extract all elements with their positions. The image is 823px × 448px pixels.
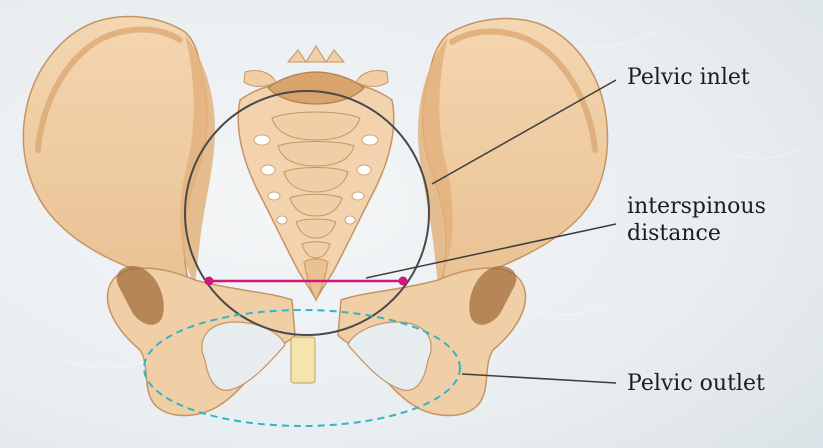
interspinous-distance-label: interspinous distance <box>627 193 766 247</box>
interspinous-label-line1: interspinous <box>627 193 766 220</box>
pelvic-inlet-label: Pelvic inlet <box>627 64 750 91</box>
interspinous-label-line2: distance <box>627 220 766 247</box>
pelvic-outlet-label: Pelvic outlet <box>627 370 765 397</box>
right-ischial-spine-point <box>399 277 408 286</box>
pubic-symphysis <box>291 337 315 383</box>
left-ischial-spine-point <box>205 277 214 286</box>
